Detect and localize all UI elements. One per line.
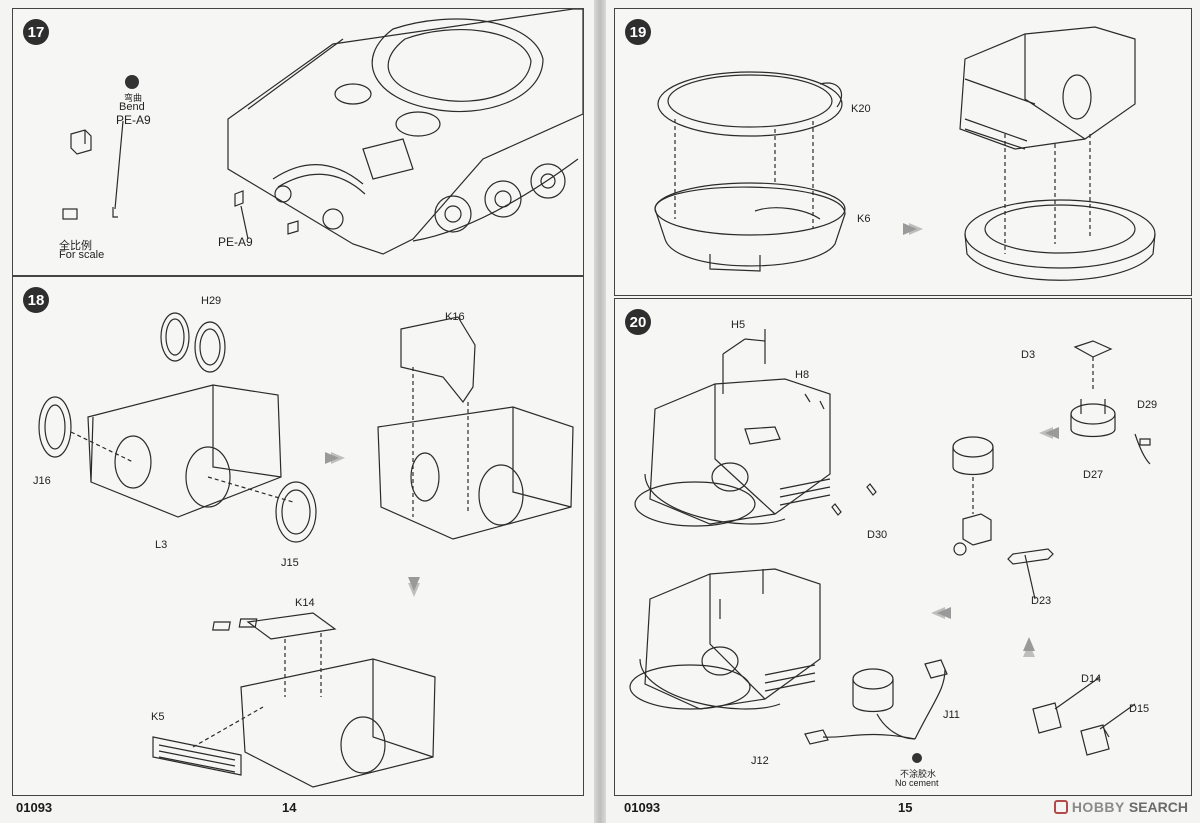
- no-cement-icon: [912, 753, 922, 763]
- no-cement-label-cn: 不涂胶水: [900, 769, 937, 779]
- step-19-badge: 19: [625, 19, 651, 45]
- part-label-d27: D27: [1083, 469, 1104, 481]
- part-label-k20: K20: [851, 103, 871, 115]
- watermark: HOBBY SEARCH: [1053, 799, 1188, 815]
- part-label-h29: H29: [201, 295, 222, 307]
- watermark-brand-a: HOBBY: [1071, 799, 1125, 815]
- step-17-panel: 17 弯曲 Bend PE-A9 PE-A9 全比例 For scale: [12, 8, 584, 276]
- page-right: 19 K20 K6: [606, 0, 1200, 823]
- bend-icon: [125, 75, 139, 89]
- part-label-j16: J16: [33, 475, 51, 487]
- part-label-k5: K5: [151, 711, 165, 723]
- part-label-d15: D15: [1129, 703, 1150, 715]
- step-18-badge: 18: [23, 287, 49, 313]
- step-17-badge: 17: [23, 19, 49, 45]
- part-label-h5: H5: [731, 319, 746, 331]
- step-19-panel: 19 K20 K6: [614, 8, 1192, 296]
- left-page-number: 14: [282, 800, 297, 815]
- watermark-brand-b: SEARCH: [1128, 799, 1188, 815]
- part-label-d14: D14: [1081, 673, 1102, 685]
- part-label-d23: D23: [1031, 595, 1052, 607]
- bend-label-cn: 弯曲: [124, 93, 143, 103]
- part-label-k14: K14: [295, 597, 315, 609]
- step-20-panel: 20 H5 H8 D30 D3 D29 D27 D23 D14 D15 J11 …: [614, 298, 1192, 796]
- part-label-pe-a9-bottom: PE-A9: [218, 235, 253, 249]
- right-product-code: 01093: [624, 800, 661, 815]
- left-product-code: 01093: [16, 800, 53, 815]
- no-cement-label-en: No cement: [895, 778, 939, 788]
- part-label-h8: H8: [795, 369, 810, 381]
- right-page-number: 15: [898, 800, 913, 815]
- bend-label-en: Bend: [119, 101, 145, 113]
- watermark-logo-icon: [1053, 800, 1068, 814]
- part-label-d29: D29: [1137, 399, 1158, 411]
- part-label-j12: J12: [751, 755, 769, 767]
- page-gutter: [594, 0, 606, 823]
- page-left: 17 弯曲 Bend PE-A9 PE-A9 全比例 For scale: [0, 0, 594, 823]
- scale-label-cn: 全比例: [59, 240, 92, 252]
- part-label-l3: L3: [155, 539, 168, 551]
- step-20-drawing: [629, 329, 1151, 756]
- step-20-badge: 20: [625, 309, 651, 335]
- step-18-panel: 18 H29 J16 L3 J15 K16 K14 K5: [12, 276, 584, 796]
- step-17-drawing: [62, 9, 583, 255]
- step-19-drawing: [654, 26, 1156, 281]
- step-18-drawing: [38, 312, 574, 788]
- part-label-j15: J15: [281, 557, 299, 569]
- part-label-j11: J11: [943, 709, 960, 721]
- part-label-d3: D3: [1021, 349, 1036, 361]
- scale-label-en: For scale: [59, 249, 105, 261]
- part-label-k6: K6: [857, 213, 871, 225]
- part-label-d30: D30: [867, 529, 888, 541]
- part-label-pe-a9-top: PE-A9: [116, 113, 151, 127]
